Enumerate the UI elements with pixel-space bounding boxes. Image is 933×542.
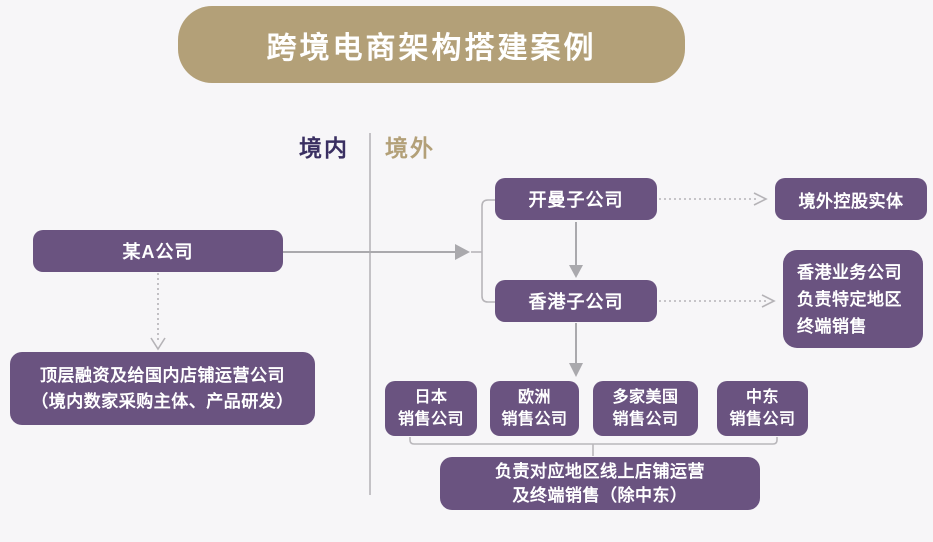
node-sales-middle-east-line2: 销售公司 [729,410,796,428]
dotted-arrow-cayman-to-holding [659,192,768,206]
node-company-a-label: 某A公司 [122,242,194,262]
node-sales-usa: 多家美国 销售公司 [593,381,698,436]
node-bottom-note: 负责对应地区线上店铺运营 及终端销售（除中东） [440,457,760,510]
node-overseas-holding-label: 境外控股实体 [798,191,904,211]
node-hk-subsidiary-label: 香港子公司 [528,292,624,312]
node-sales-japan: 日本 销售公司 [385,381,477,436]
node-hk-subsidiary: 香港子公司 [495,280,657,322]
node-sales-europe-line2: 销售公司 [501,410,568,428]
node-sales-middle-east-line1: 中东 [745,388,779,406]
node-hk-business: 香港业务公司 负责特定地区 终端销售 [783,250,923,348]
dotted-arrow-hk-to-business [659,294,776,308]
node-hk-business-line3: 终端销售 [797,316,867,336]
arrow-cayman-to-hk [569,222,583,278]
node-company-a: 某A公司 [33,230,283,272]
node-bottom-note-line1: 负责对应地区线上店铺运营 [495,461,705,481]
node-hk-business-line1: 香港业务公司 [797,262,902,282]
page-title: 跨境电商架构搭建案例 [266,31,597,65]
node-sales-usa-line2: 销售公司 [612,410,679,428]
node-cayman-subsidiary: 开曼子公司 [495,178,657,220]
node-cayman-label: 开曼子公司 [528,190,624,210]
node-bottom-note-line2: 及终端销售（除中东） [512,485,688,505]
node-sales-usa-line1: 多家美国 [612,388,679,406]
node-domestic-ops-line1: 顶层融资及给国内店铺运营公司 [40,365,285,385]
node-domestic-ops-line2: （境内数家采购主体、产品研发） [31,391,294,411]
node-sales-japan-line1: 日本 [414,388,448,406]
node-overseas-holding: 境外控股实体 [775,178,927,220]
dotted-arrow-a-to-domestic-ops [150,273,166,351]
split-bracket [481,199,495,303]
sales-gather-bracket [409,437,778,445]
node-sales-europe: 欧洲 销售公司 [490,381,579,436]
node-sales-europe-line1: 欧洲 [517,388,551,406]
title-banner: 跨境电商架构搭建案例 [178,6,685,83]
arrow-hk-to-sales [569,323,583,377]
node-domestic-ops: 顶层融资及给国内店铺运营公司 （境内数家采购主体、产品研发） [10,352,315,425]
region-label-overseas: 境外 [385,135,435,161]
arrow-company-a-to-overseas [283,244,470,260]
node-sales-middle-east: 中东 销售公司 [717,381,808,436]
node-sales-japan-line2: 销售公司 [397,410,464,428]
region-label-domestic: 境内 [299,135,349,161]
node-hk-business-line2: 负责特定地区 [797,289,902,309]
